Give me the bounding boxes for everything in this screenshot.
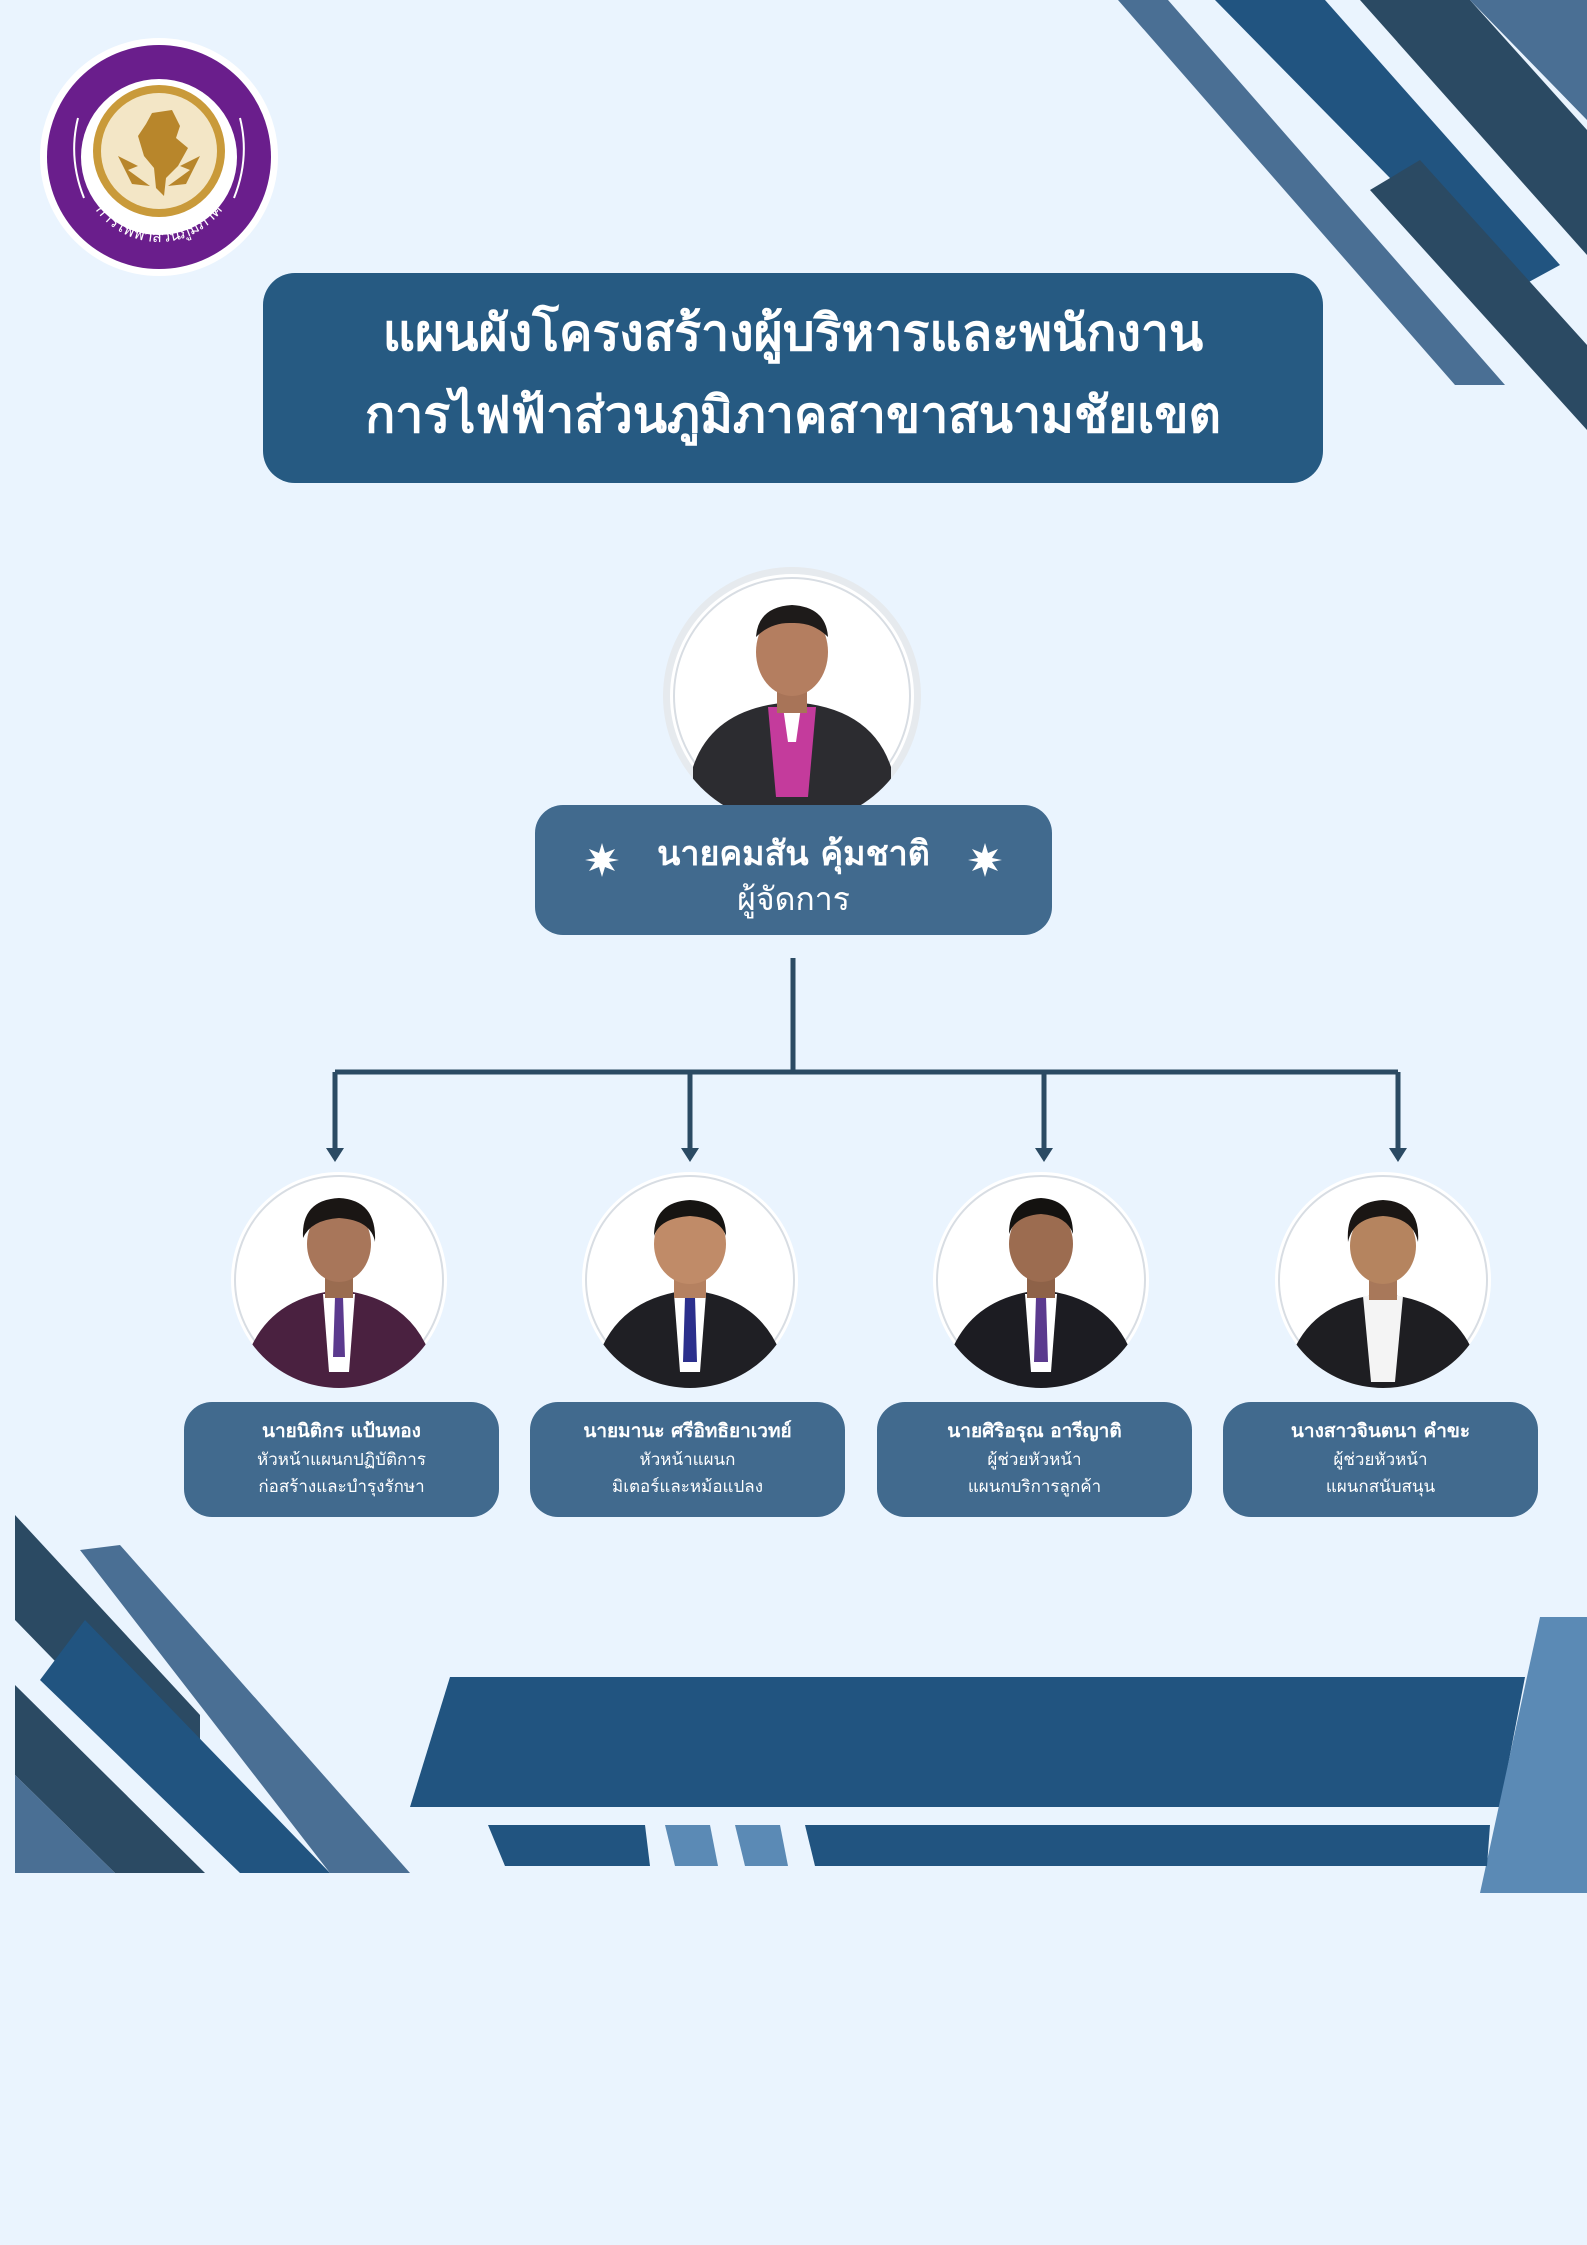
staff-name: นายศิริอรุณ อารีญาติ xyxy=(947,1420,1122,1442)
sparkle-icon xyxy=(585,843,619,877)
staff-department: แผนกบริการลูกค้า xyxy=(967,1477,1102,1497)
deco-banner xyxy=(410,1677,1525,1807)
staff-card: นางสาวจินตนา คำขะ ผู้ช่วยหัวหน้า แผนกสนั… xyxy=(1223,1402,1538,1517)
staff-card: นายศิริอรุณ อารีญาติ ผู้ช่วยหัวหน้า แผนก… xyxy=(877,1402,1192,1517)
manager-photo xyxy=(663,567,921,825)
page-subtitle: การไฟฟ้าส่วนภูมิภาคสาขาสนามชัยเขต xyxy=(365,386,1221,444)
manager-role: ผู้จัดการ xyxy=(737,880,850,918)
sparkle-icon xyxy=(968,843,1002,877)
staff-role: ผู้ช่วยหัวหน้า xyxy=(987,1450,1082,1470)
staff-role: หัวหน้าแผนก xyxy=(639,1450,736,1470)
staff-department: ก่อสร้างและบำรุงรักษา xyxy=(258,1477,425,1497)
deco-stripe xyxy=(80,1545,410,1873)
deco-stripe xyxy=(1470,0,1587,120)
deco-bar-light xyxy=(735,1825,788,1866)
manager-card: นายคมสัน คุ้มชาติ ผู้จัดการ xyxy=(535,805,1052,935)
staff-department: มิเตอร์และหม้อแปลง xyxy=(612,1477,763,1497)
deco-stripe xyxy=(15,1775,115,1873)
staff-name: นายมานะ ศรีอิทธิยาเวทย์ xyxy=(583,1420,792,1442)
staff-name: นางสาวจินตนา คำขะ xyxy=(1290,1420,1471,1442)
title-banner: แผนผังโครงสร้างผู้บริหารและพนักงาน การไฟ… xyxy=(263,273,1323,483)
deco-bar-light xyxy=(665,1825,718,1866)
arrow-heads xyxy=(326,1148,1407,1162)
staff-role: หัวหน้าแผนกปฏิบัติการ xyxy=(257,1450,426,1470)
staff-department: แผนกสนับสนุน xyxy=(1325,1477,1436,1497)
deco-stripe xyxy=(1118,0,1505,385)
staff-photo xyxy=(582,1172,798,1388)
page-title: แผนผังโครงสร้างผู้บริหารและพนักงาน xyxy=(382,304,1204,362)
staff-photo xyxy=(231,1172,447,1388)
deco-bar xyxy=(488,1825,650,1866)
staff-role: ผู้ช่วยหัวหน้า xyxy=(1333,1450,1428,1470)
deco-banner-right xyxy=(1480,1617,1587,1893)
deco-bar xyxy=(805,1825,1490,1866)
staff-name: นายนิติกร แป้นทอง xyxy=(262,1420,421,1442)
staff-card: นายมานะ ศรีอิทธิยาเวทย์ หัวหน้าแผนก มิเต… xyxy=(530,1402,845,1517)
pea-logo: การไฟฟ้าส่วนภูมิภาค xyxy=(40,38,278,276)
deco-stripe xyxy=(40,1620,330,1873)
org-connectors xyxy=(332,958,1401,1152)
manager-name: นายคมสัน คุ้มชาติ xyxy=(657,834,930,874)
staff-photo xyxy=(933,1172,1149,1388)
deco-stripe xyxy=(1370,160,1587,430)
staff-photo xyxy=(1275,1172,1491,1388)
staff-card: นายนิติกร แป้นทอง หัวหน้าแผนกปฏิบัติการ … xyxy=(184,1402,499,1517)
deco-stripe xyxy=(15,1685,205,1873)
deco-stripe xyxy=(1360,0,1587,255)
